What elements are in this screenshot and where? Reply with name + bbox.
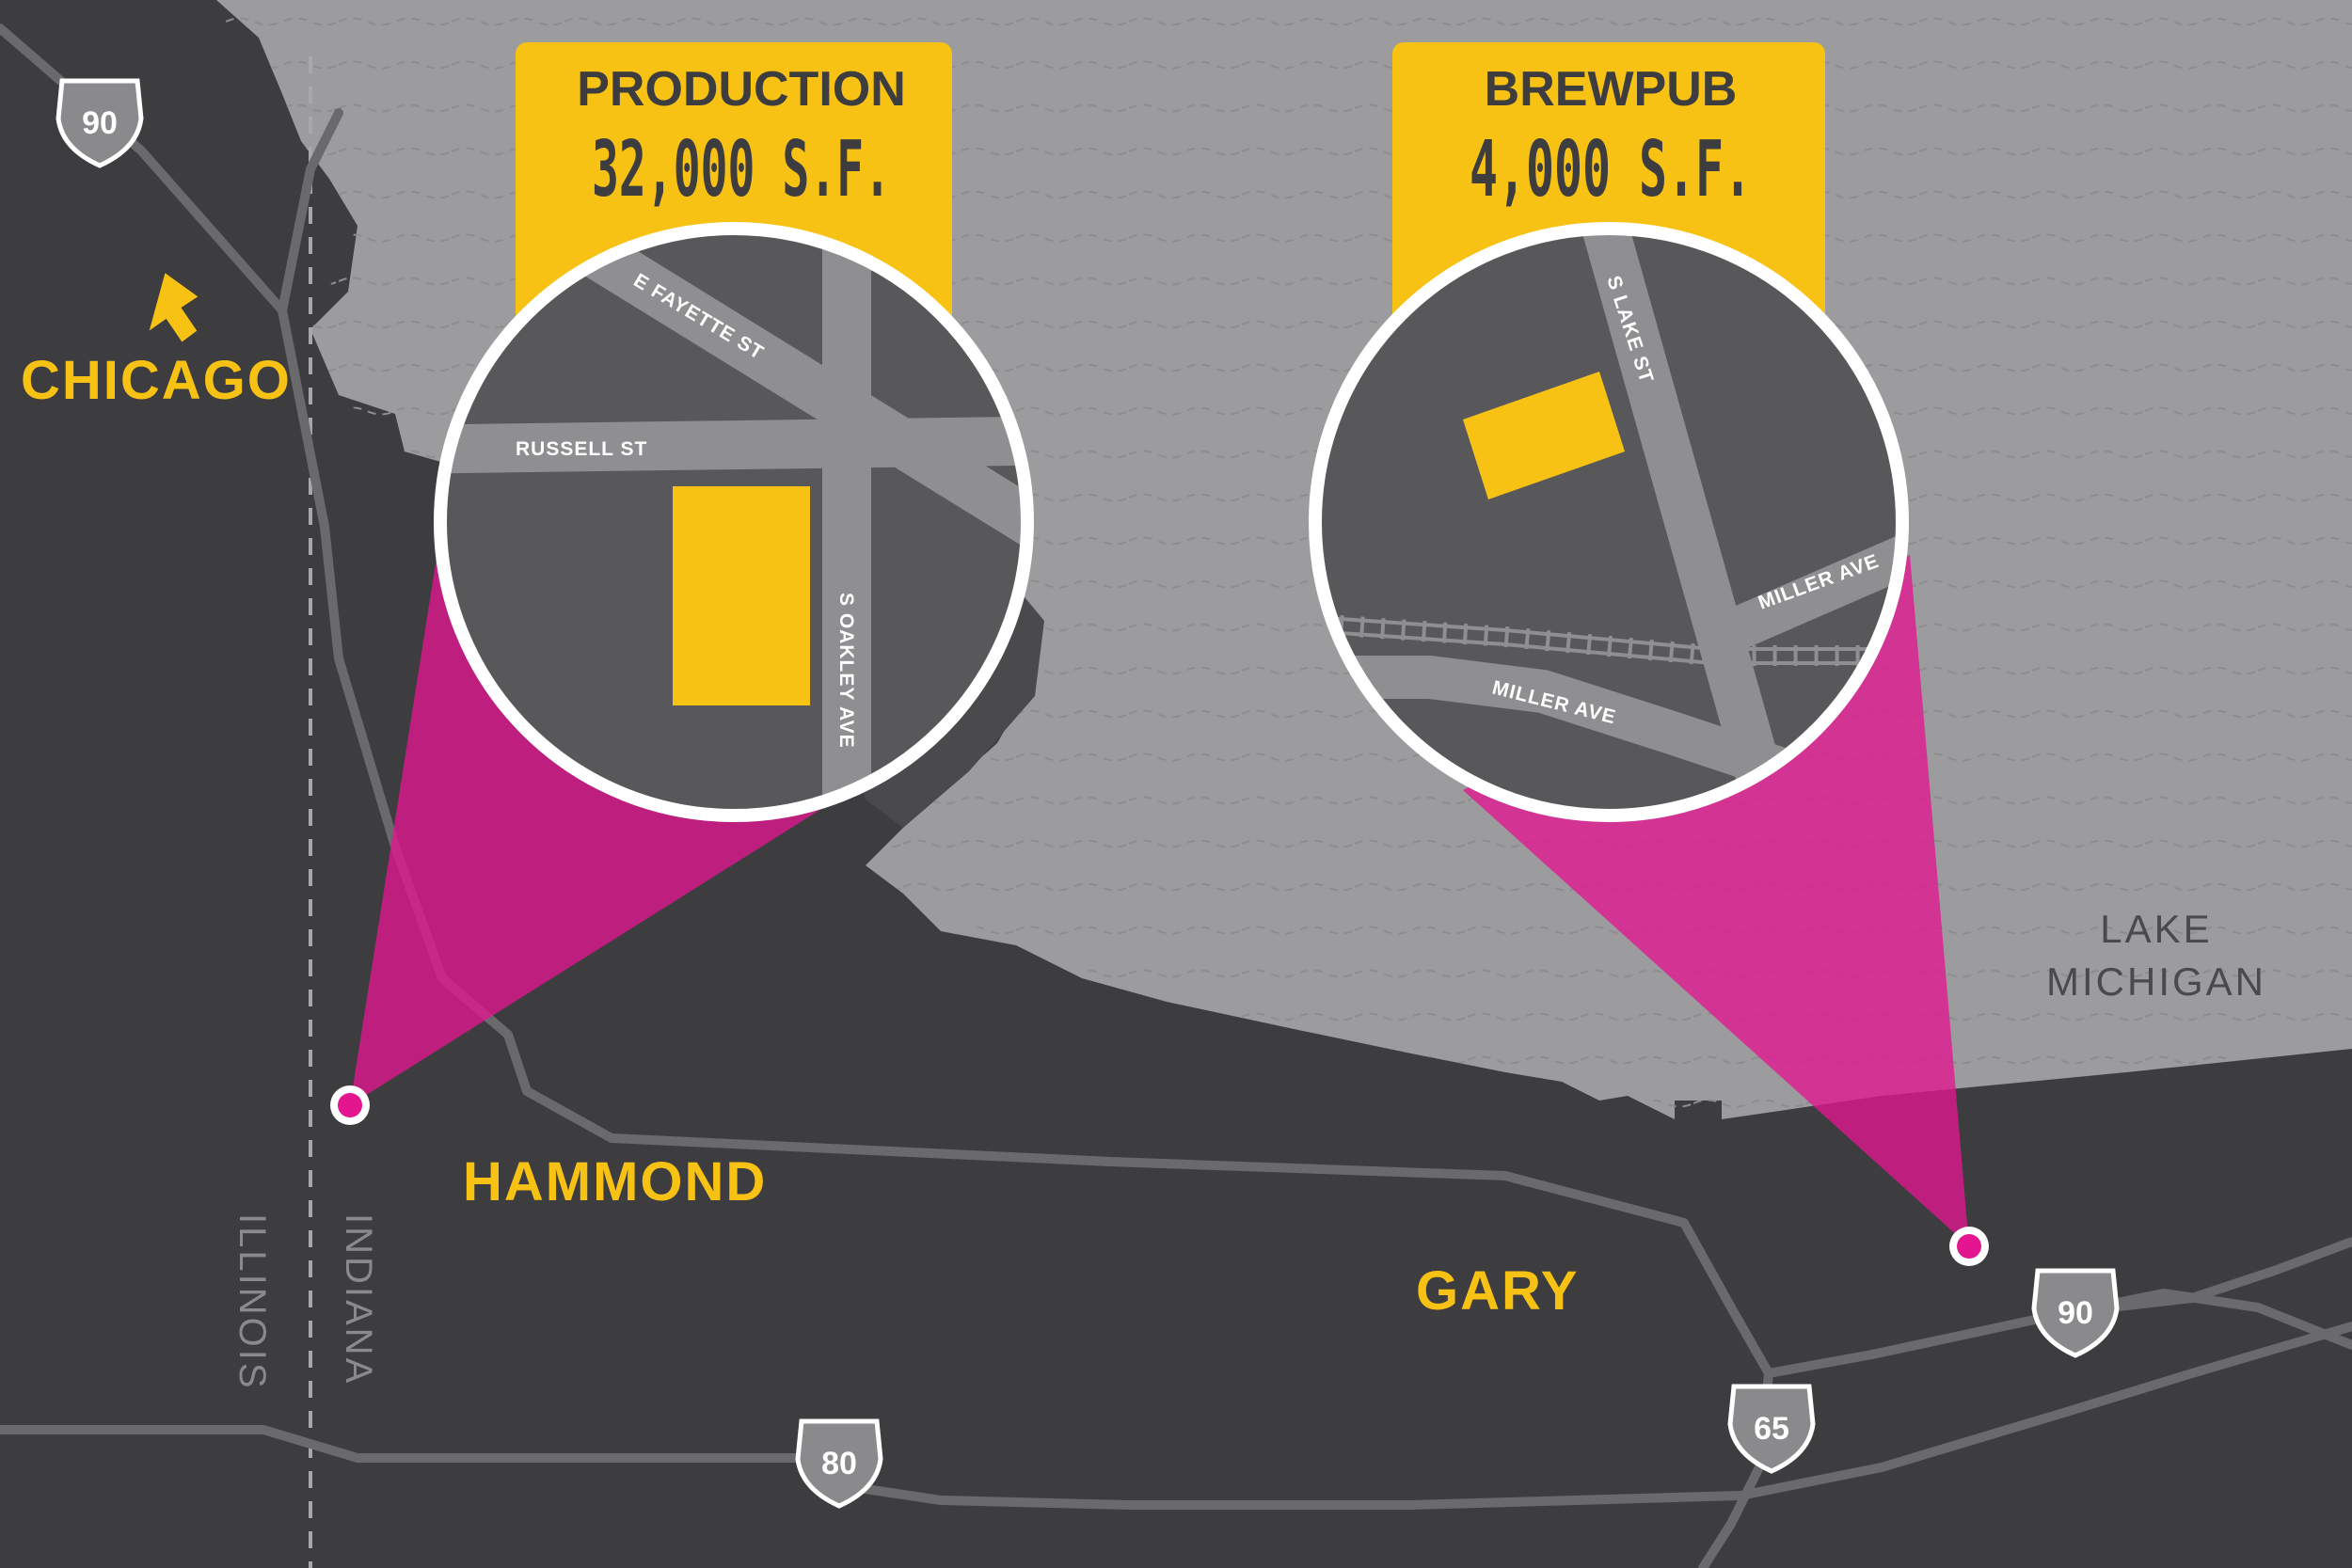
city-label-hammond: HAMMOND bbox=[463, 1151, 767, 1212]
production-building bbox=[673, 486, 810, 705]
lake-label-line2: MICHIGAN bbox=[2046, 959, 2266, 1004]
road-chicago-link bbox=[278, 108, 343, 315]
shield-i90-north: 90 bbox=[82, 105, 118, 141]
inset-road-lake-st bbox=[1576, 229, 1792, 816]
interstate-shield-icon: 80 bbox=[795, 1418, 883, 1509]
location-marker-icon bbox=[1949, 1227, 1989, 1266]
city-label-chicago: CHICAGO bbox=[21, 350, 292, 411]
shield-i80: 80 bbox=[821, 1446, 857, 1481]
shield-i90-east: 90 bbox=[2058, 1295, 2093, 1331]
brewpub-size: 4,000 S.F. bbox=[1470, 125, 1752, 214]
lake-label-line1: LAKE bbox=[2100, 907, 2212, 951]
highway-network bbox=[0, 24, 2352, 1568]
inset-road-miller-lower bbox=[1315, 656, 1795, 792]
street-label-russell: RUSSELL ST bbox=[516, 438, 647, 460]
interstate-shield-icon: 90 bbox=[2031, 1268, 2120, 1358]
road-i80 bbox=[0, 1322, 2352, 1510]
city-label-gary: GARY bbox=[1416, 1260, 1579, 1322]
road-east-fork bbox=[2187, 1237, 2352, 1303]
inset-road-miller-upper bbox=[1703, 525, 1902, 660]
production-size: 32,000 S.F. bbox=[592, 125, 891, 214]
interstate-shield-icon: 90 bbox=[56, 78, 144, 168]
state-label-illinois: ILLINOIS bbox=[231, 1213, 273, 1391]
state-label-indiana: INDIANA bbox=[338, 1213, 379, 1386]
brewpub-label: BREWPUB bbox=[1485, 62, 1738, 117]
interstate-shield-icon: 65 bbox=[1727, 1384, 1816, 1474]
brewpub-inset-map: S LAKE ST MILLER AVE MILLER AVE bbox=[1309, 222, 1909, 822]
street-label-oakley: S OAKLEY AVE bbox=[835, 593, 857, 749]
road-i90-north bbox=[0, 24, 2197, 1378]
inset-road-russell bbox=[440, 416, 1027, 474]
arrow-up-left-icon bbox=[149, 273, 199, 342]
location-marker-icon bbox=[330, 1085, 370, 1125]
brewpub-building bbox=[1463, 372, 1625, 499]
shield-i65: 65 bbox=[1754, 1411, 1789, 1447]
production-label: PRODUCTION bbox=[577, 62, 906, 117]
